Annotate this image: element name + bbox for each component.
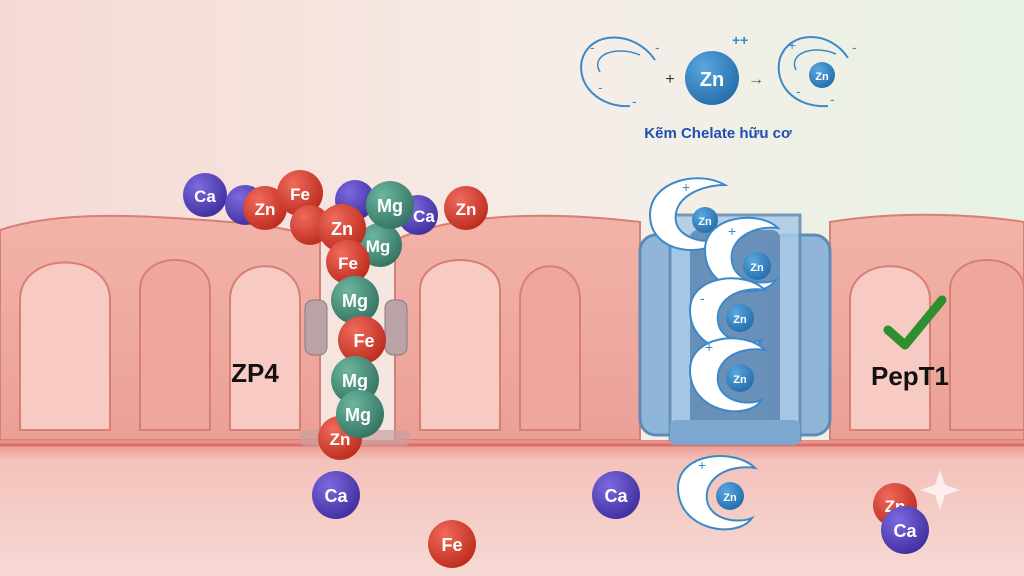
svg-text:Mg: Mg	[377, 196, 403, 216]
svg-text:Zn: Zn	[733, 374, 747, 386]
svg-text:-: -	[796, 83, 801, 99]
svg-text:+: +	[788, 37, 796, 53]
svg-text:Zn: Zn	[733, 314, 747, 326]
svg-text:Mg: Mg	[366, 237, 391, 256]
ion-ca: Ca	[183, 173, 227, 217]
ion-mg: Mg	[366, 181, 414, 229]
chelation-equation: - - - - + Zn ++ → Zn + - - -	[580, 32, 857, 109]
svg-text:Zn: Zn	[723, 492, 737, 504]
intestinal-wall	[0, 213, 1024, 576]
chelate-caption: Kẽm Chelate hữu cơ	[644, 125, 792, 142]
ligand-outline: - - - -	[580, 36, 660, 109]
plus-sign: +	[665, 71, 674, 88]
svg-text:-: -	[852, 39, 857, 55]
svg-text:Ca: Ca	[324, 486, 348, 506]
pept1-label: PepT1	[871, 361, 949, 391]
svg-text:-: -	[598, 79, 603, 95]
ion-cluster: Ca Zn Fe Ca Zn Mg Mg Zn Fe Mg Fe Mg Zn M…	[183, 170, 929, 568]
check-mark-icon	[883, 295, 947, 350]
ion-fe: Fe	[277, 170, 323, 216]
ion-fe: Fe	[428, 520, 476, 568]
svg-text:Mg: Mg	[345, 405, 371, 425]
svg-text:Fe: Fe	[290, 185, 310, 204]
svg-text:-: -	[700, 290, 705, 306]
ion-zn: Zn	[444, 186, 488, 230]
svg-text:Mg: Mg	[342, 291, 368, 311]
svg-text:Ca: Ca	[194, 187, 216, 206]
svg-text:+: +	[705, 339, 713, 355]
ion-mg: Mg	[331, 276, 379, 324]
svg-text:++: ++	[732, 32, 748, 48]
svg-text:Zn: Zn	[698, 216, 712, 228]
chelate-molecule: Zn +	[676, 455, 758, 531]
svg-text:-: -	[632, 93, 637, 109]
chelate-molecules: Zn + Zn + Zn - Zn + Zn +	[648, 177, 781, 531]
ion-mg: Mg	[336, 390, 384, 438]
ion-ca: Ca	[881, 506, 929, 554]
chelate-molecule: Zn +	[648, 177, 729, 252]
zn-ion: Zn ++	[685, 32, 748, 105]
svg-text:Ca: Ca	[413, 207, 435, 226]
svg-text:+: +	[682, 179, 690, 195]
ion-fe: Fe	[338, 316, 386, 364]
svg-text:+: +	[698, 457, 706, 473]
svg-text:Ca: Ca	[893, 521, 917, 541]
svg-text:Zn: Zn	[815, 71, 829, 83]
svg-text:Zn: Zn	[456, 200, 477, 219]
ion-fe: Fe	[326, 240, 370, 284]
svg-text:Fe: Fe	[441, 535, 462, 555]
chelate-product: Zn + - - -	[777, 36, 857, 108]
svg-text:-: -	[590, 39, 595, 55]
svg-text:Zn: Zn	[750, 262, 764, 274]
chelate-molecule: Zn +	[688, 337, 768, 413]
ion-zn: Zn	[318, 204, 366, 252]
svg-text:Ca: Ca	[604, 486, 628, 506]
svg-text:Zn: Zn	[331, 219, 353, 239]
ion-ca: Ca	[312, 471, 360, 519]
svg-text:Fe: Fe	[338, 254, 358, 273]
sparkle-icon	[920, 470, 960, 510]
svg-text:Fe: Fe	[353, 331, 374, 351]
svg-text:Mg: Mg	[342, 371, 368, 391]
ion-zn: Zn	[243, 186, 287, 230]
svg-text:Zn: Zn	[255, 200, 276, 219]
zp4-label: ZP4	[231, 358, 279, 388]
svg-text:-: -	[655, 39, 660, 55]
reaction-arrow: →	[748, 71, 764, 88]
svg-text:Zn: Zn	[330, 430, 351, 449]
ion-ca: Ca	[592, 471, 640, 519]
svg-text:-: -	[830, 91, 835, 107]
svg-text:+: +	[728, 223, 736, 239]
svg-text:Zn: Zn	[700, 69, 724, 91]
